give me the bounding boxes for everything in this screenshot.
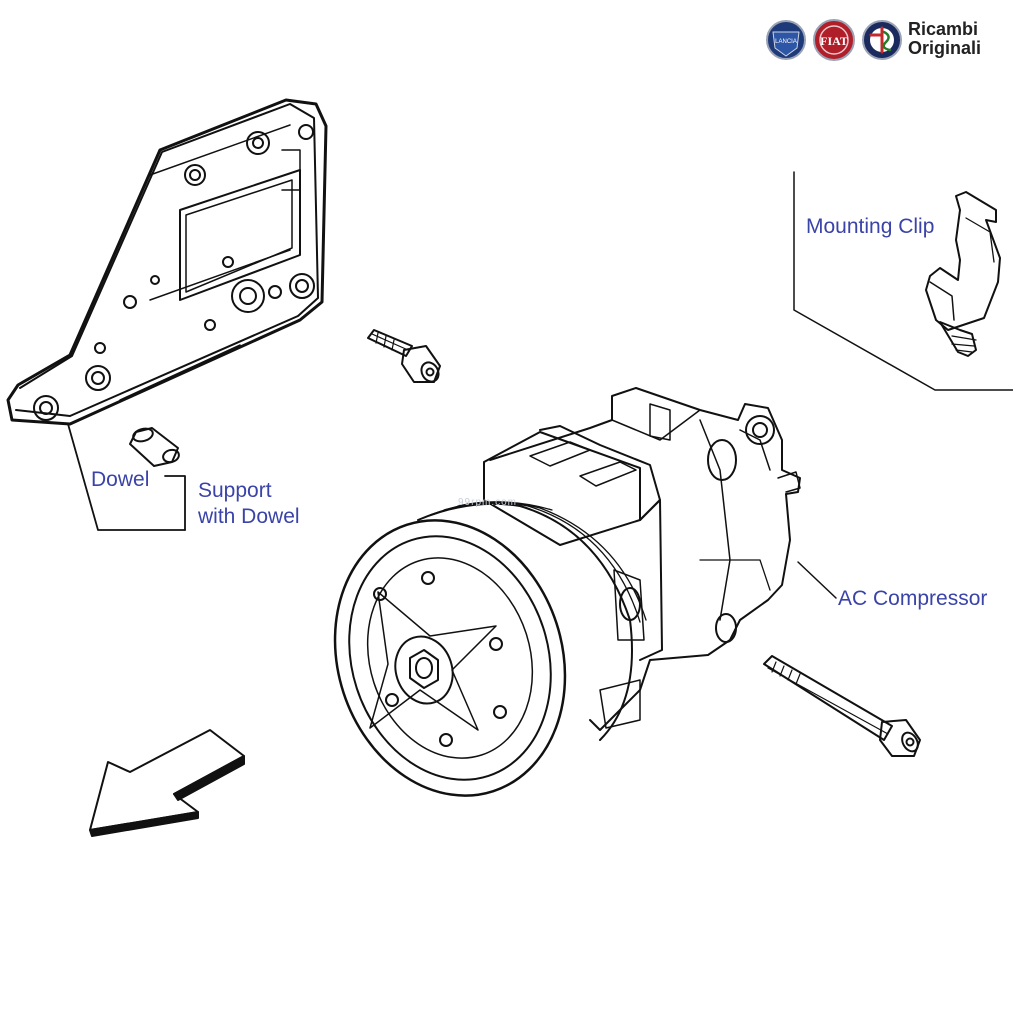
- brand-line-1: Ricambi: [908, 19, 979, 39]
- alfa-romeo-logo: [862, 20, 902, 60]
- lancia-logo: LANCIA: [766, 20, 806, 60]
- support-leader: [67, 423, 186, 531]
- svg-text:FIAT: FIAT: [820, 34, 848, 48]
- brand-text: Ricambi Originali: [908, 20, 981, 58]
- watermark-text: 99rpm.com: [458, 497, 518, 508]
- brand-line-2: Originali: [908, 38, 982, 58]
- support-bracket: [6, 98, 328, 426]
- direction-arrow: [89, 729, 245, 837]
- small-bolt: [367, 329, 441, 383]
- fiat-logo: FIAT: [813, 19, 855, 61]
- dowel-part: [129, 427, 180, 467]
- ac-compressor-label: AC Compressor: [838, 587, 988, 610]
- mounting-clip-label: Mounting Clip: [806, 215, 935, 238]
- long-bolt: [763, 655, 921, 757]
- clip-inset-box: [793, 171, 1013, 391]
- dowel-label: Dowel: [91, 468, 150, 491]
- mounting-clip: [925, 191, 1001, 357]
- svg-text:LANCIA: LANCIA: [775, 39, 797, 45]
- support-label-line-2: with Dowel: [198, 505, 300, 528]
- support-label-line-1: Support: [198, 479, 272, 502]
- ac-compressor: [333, 387, 837, 797]
